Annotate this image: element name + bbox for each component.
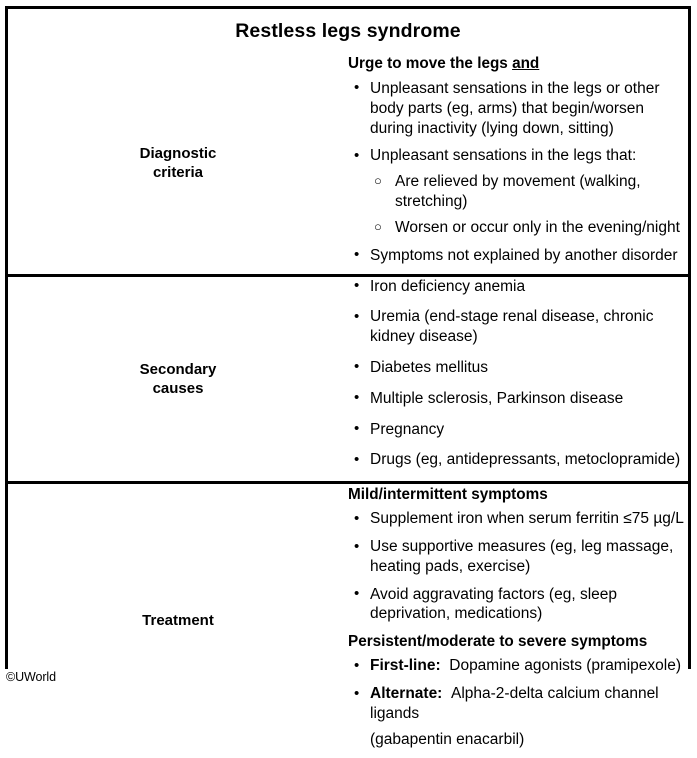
row-header-line-2: criteria [152, 164, 204, 182]
circle-bullet-icon: ○ [374, 218, 382, 234]
table-row-diagnostic-criteria: Diagnostic criteria Urge to move the leg… [8, 53, 688, 275]
bullet-icon: • [354, 509, 360, 527]
bullet-icon: • [354, 684, 360, 702]
bullet-icon: • [354, 420, 360, 438]
row-content-secondary-causes: • Iron deficiency anemia • Uremia (end-s… [348, 275, 688, 483]
title-row: Restless legs syndrome [8, 9, 688, 53]
diagnostic-criteria-heading-emphasis: and [512, 55, 540, 72]
treatment-heading-mild: Mild/intermittent symptoms [348, 486, 548, 504]
row-content-treatment: Mild/intermittent symptoms • Supplement … [348, 483, 688, 758]
row-header-diagnostic-criteria: Diagnostic criteria [8, 53, 348, 275]
list-item: • Pregnancy [348, 420, 688, 440]
table-title: Restless legs syndrome [235, 19, 461, 42]
bullet-icon: • [354, 389, 360, 407]
list-item: • Avoid aggravating factors (eg, sleep d… [348, 585, 688, 625]
row-content-diagnostic-criteria: Urge to move the legs and • Unpleasant s… [348, 53, 688, 275]
list-item-text: Drugs (eg, antidepressants, metocloprami… [370, 451, 681, 469]
list-item: • Drugs (eg, antidepressants, metoclopra… [348, 450, 688, 470]
list-item-text: Symptoms not explained by another disord… [370, 246, 678, 264]
list-item: ○ Are relieved by movement (walking, str… [370, 172, 688, 212]
bullet-icon: • [354, 585, 360, 603]
secondary-causes-list: • Iron deficiency anemia • Uremia (end-s… [348, 277, 688, 471]
bullet-icon: • [354, 79, 360, 97]
table-row-treatment: Treatment Mild/intermittent symptoms • S… [8, 483, 688, 758]
bullet-icon: • [354, 450, 360, 468]
rls-summary-table: Restless legs syndrome Diagnostic criter… [5, 6, 691, 758]
list-item: • Use supportive measures (eg, leg massa… [348, 537, 688, 577]
list-item: • Unpleasant sensations in the legs that… [348, 146, 688, 237]
row-header-secondary-causes: Secondary causes [8, 275, 348, 483]
list-item-text: Pregnancy [370, 420, 445, 438]
list-item: • Alternate: Alpha-2-delta calcium chann… [348, 684, 688, 749]
list-item: • Uremia (end-stage renal disease, chron… [348, 307, 688, 347]
list-item-label: Alternate: [370, 685, 443, 703]
bullet-icon: • [354, 656, 360, 674]
row-header-line-2: causes [152, 379, 204, 397]
row-header-treatment: Treatment [8, 483, 348, 758]
circle-bullet-icon: ○ [374, 173, 382, 189]
list-item: • Multiple sclerosis, Parkinson disease [348, 389, 688, 409]
list-item: • Iron deficiency anemia [348, 277, 688, 297]
row-header-line-1: Diagnostic [139, 145, 217, 163]
list-item: • Unpleasant sensations in the legs or o… [348, 79, 688, 138]
list-item-text: Unpleasant sensations in the legs that: [370, 147, 637, 165]
list-item-text: Use supportive measures (eg, leg massage… [370, 538, 674, 575]
row-header-line-1: Secondary [139, 360, 217, 378]
list-item: • First-line: Dopamine agonists (pramipe… [348, 656, 688, 676]
list-item: • Diabetes mellitus [348, 358, 688, 378]
list-item-text: Unpleasant sensations in the legs or oth… [370, 79, 660, 137]
diagnostic-criteria-heading-text: Urge to move the legs [348, 55, 513, 72]
bullet-icon: • [354, 146, 360, 164]
list-item-text: Supplement iron when serum ferritin ≤75 … [370, 510, 684, 528]
list-item-text: Worsen or occur only in the evening/nigh… [395, 218, 680, 236]
bullet-icon: • [354, 307, 360, 325]
bullet-icon: • [354, 246, 360, 264]
row-header-label: Treatment [142, 612, 214, 630]
copyright-footer: ©UWorld [6, 670, 56, 684]
list-item: ○ Worsen or occur only in the evening/ni… [370, 218, 688, 238]
bullet-icon: • [354, 358, 360, 376]
diagnostic-criteria-sublist: ○ Are relieved by movement (walking, str… [370, 172, 688, 237]
list-item: • Symptoms not explained by another diso… [348, 246, 688, 266]
treatment-mild-list: • Supplement iron when serum ferritin ≤7… [348, 509, 688, 624]
list-item-label: First-line: [370, 657, 441, 675]
diagnostic-criteria-list: • Unpleasant sensations in the legs or o… [348, 79, 688, 266]
list-item-text: Avoid aggravating factors (eg, sleep dep… [370, 585, 618, 623]
figure-canvas: Restless legs syndrome Diagnostic criter… [5, 6, 691, 758]
list-item-text: Iron deficiency anemia [370, 277, 526, 295]
bullet-icon: • [354, 537, 360, 555]
list-item-text: Multiple sclerosis, Parkinson disease [370, 389, 624, 407]
list-item-text: Are relieved by movement (walking, stret… [395, 173, 641, 211]
diagnostic-criteria-heading: Urge to move the legs and [348, 54, 688, 74]
treatment-severe-list: • First-line: Dopamine agonists (pramipe… [348, 656, 688, 749]
list-item-continuation: (gabapentin enacarbil) [370, 730, 525, 748]
treatment-heading-persistent: Persistent/moderate to severe symptoms [348, 633, 648, 651]
bullet-icon: • [354, 277, 360, 294]
list-item: • Supplement iron when serum ferritin ≤7… [348, 509, 688, 529]
list-item-text: Diabetes mellitus [370, 358, 489, 376]
table-row-secondary-causes: Secondary causes • Iron deficiency anemi… [8, 275, 688, 483]
list-item-text: Dopamine agonists (pramipexole) [449, 657, 682, 675]
list-item-text: Uremia (end-stage renal disease, chronic… [370, 308, 654, 346]
